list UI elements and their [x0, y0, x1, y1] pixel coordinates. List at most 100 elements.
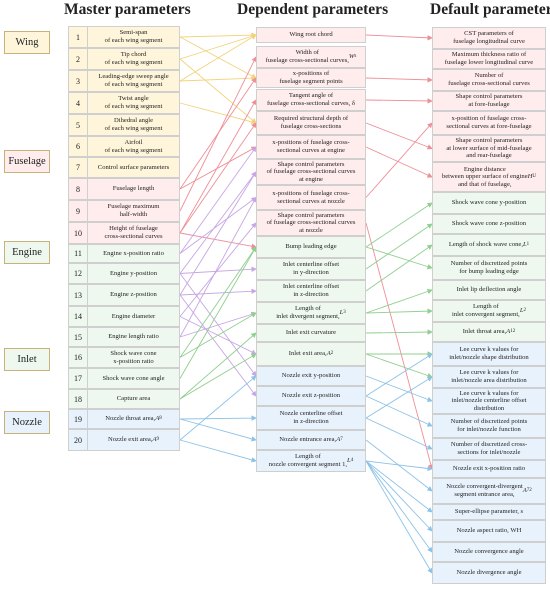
link-m2-d4 [179, 58, 257, 124]
master-parameter-number: 12 [68, 263, 88, 284]
link-d9-f7 [365, 202, 433, 248]
default-parameter: Super-ellipse parameter, s [432, 504, 546, 520]
link-m19-d17 [179, 415, 257, 421]
link-d12-f12 [365, 308, 433, 314]
dependent-parameter: Wing root chord [256, 27, 366, 43]
link-d16-f17 [365, 395, 433, 427]
link-d3-f3 [365, 98, 433, 104]
master-parameter-number: 10 [68, 222, 88, 244]
master-parameter-label: Engine y-position [88, 263, 180, 284]
dependent-parameter: Nozzle exit z-position [256, 386, 366, 406]
link-m13-d16 [179, 294, 257, 397]
default-parameter: Nozzle aspect ratio, WH [432, 520, 546, 542]
master-parameter-number: 11 [68, 244, 88, 263]
link-d19-f24 [365, 460, 433, 574]
default-parameter: Shock wave cone y-position [432, 192, 546, 214]
master-parameter-number: 16 [68, 347, 88, 368]
link-m2-d0 [179, 33, 257, 60]
link-d17-f15 [365, 376, 433, 419]
master-parameter-label: Shock wave cone angle [88, 368, 180, 389]
link-m14-d8 [179, 222, 257, 317]
link-d5-f6 [365, 146, 433, 178]
link-m1-d0 [179, 32, 257, 38]
link-m4-d4 [179, 102, 257, 125]
dependent-parameter: x-positions of fuselage cross-sectional … [256, 185, 366, 210]
link-m16-d12 [179, 312, 257, 358]
link-d9-f10 [365, 246, 433, 270]
link-d13-f13 [365, 329, 433, 335]
default-parameter: Number of discretized cross-sections for… [432, 438, 546, 460]
master-parameter-number: 19 [68, 409, 88, 429]
link-d7-f4 [365, 122, 433, 198]
link-m11-d7 [179, 196, 257, 254]
dependent-parameter: x-positions of fuselage cross-sectional … [256, 135, 366, 159]
link-d17-f18 [365, 417, 433, 450]
link-m12-d15 [179, 273, 257, 377]
category-engine: Engine [4, 241, 50, 264]
default-parameter: x-position of fuselage cross-sectional c… [432, 111, 546, 135]
master-parameter-label: Control surface parameters [88, 157, 180, 178]
master-parameter-label: Capture area [88, 389, 180, 409]
default-parameter: Shock wave cone z-position [432, 214, 546, 234]
link-m20-d19 [179, 439, 257, 463]
default-parameter: Inlet lip deflection angle [432, 280, 546, 300]
link-m16-d9 [179, 246, 257, 358]
master-parameter-number: 6 [68, 136, 88, 157]
link-d11-f9 [365, 244, 433, 292]
category-wing: Wing [4, 31, 50, 54]
link-m18-d14 [179, 353, 257, 400]
link-d19-f23 [365, 460, 433, 553]
master-parameter-number: 3 [68, 70, 88, 92]
link-d8-f19 [365, 222, 434, 470]
link-d2-f2 [365, 77, 433, 83]
link-d14-f15 [365, 353, 433, 379]
link-m10-d3 [179, 99, 257, 234]
link-d4-f5 [365, 122, 433, 150]
link-m11-d5 [179, 146, 257, 254]
master-parameter-number: 5 [68, 114, 88, 136]
master-parameter-number: 7 [68, 157, 88, 178]
master-parameter-number: 18 [68, 389, 88, 409]
link-d15-f16 [365, 375, 433, 402]
link-d16-f14 [365, 353, 433, 397]
category-nozzle: Nozzle [4, 411, 50, 434]
link-d0-f0 [365, 34, 433, 41]
